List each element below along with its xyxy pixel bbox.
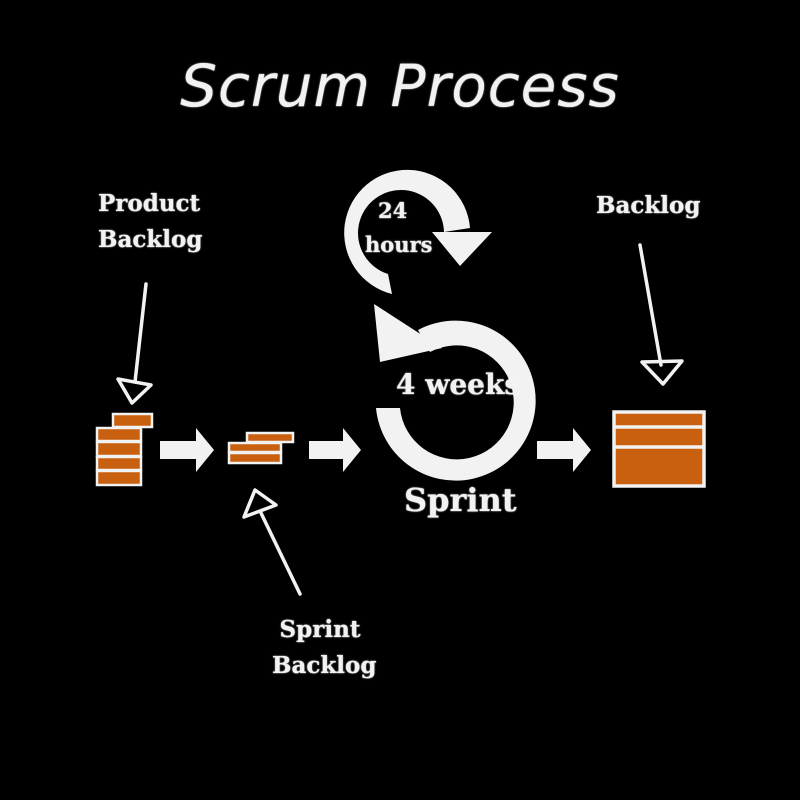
increment-backlog-icon: [612, 410, 706, 488]
sprint-cycle-arrow: [374, 304, 536, 481]
sprint-backlog-label-line-2: Backlog: [272, 652, 377, 679]
product-backlog-label-line-2: Backlog: [98, 226, 203, 253]
sprint-backlog-icon: [227, 431, 295, 465]
sprint-backlog-label-line-1: Sprint: [279, 616, 361, 643]
sprint-backlog-block-2: [227, 441, 283, 454]
sprint-label: Sprint: [404, 481, 517, 519]
product-backlog-block-5: [95, 469, 143, 487]
increment-box: [612, 410, 706, 488]
sprint-backlog-label: Sprint Backlog: [272, 612, 377, 684]
product-backlog-block-3: [95, 440, 143, 458]
sprint-backlog-block-3: [227, 451, 283, 465]
flow-arrow-1: [160, 428, 214, 472]
pointer-arrow-product-backlog: [116, 282, 153, 405]
daily-cycle-arrow: [344, 169, 492, 294]
diagram-title: Scrum Process: [180, 52, 620, 120]
product-backlog-label: Product Backlog: [98, 186, 202, 258]
backlog-label: Backlog: [596, 192, 701, 219]
product-backlog-label-line-1: Product: [98, 190, 201, 217]
product-backlog-icon: [95, 412, 154, 487]
sprint-cycle-duration: 4 weeks: [396, 368, 521, 401]
sprint-backlog-block-1: [245, 431, 295, 444]
product-backlog-block-2: [95, 426, 143, 443]
flow-arrow-2: [309, 428, 361, 472]
pointer-arrow-backlog: [638, 243, 684, 386]
daily-cycle-hours-number: 24: [378, 198, 408, 223]
pointer-arrow-sprint-backlog: [242, 488, 302, 596]
product-backlog-block-4: [95, 455, 143, 472]
product-backlog-block-1: [111, 412, 154, 429]
flow-arrow-3: [537, 428, 591, 472]
daily-cycle-hours-unit: hours: [365, 232, 433, 257]
